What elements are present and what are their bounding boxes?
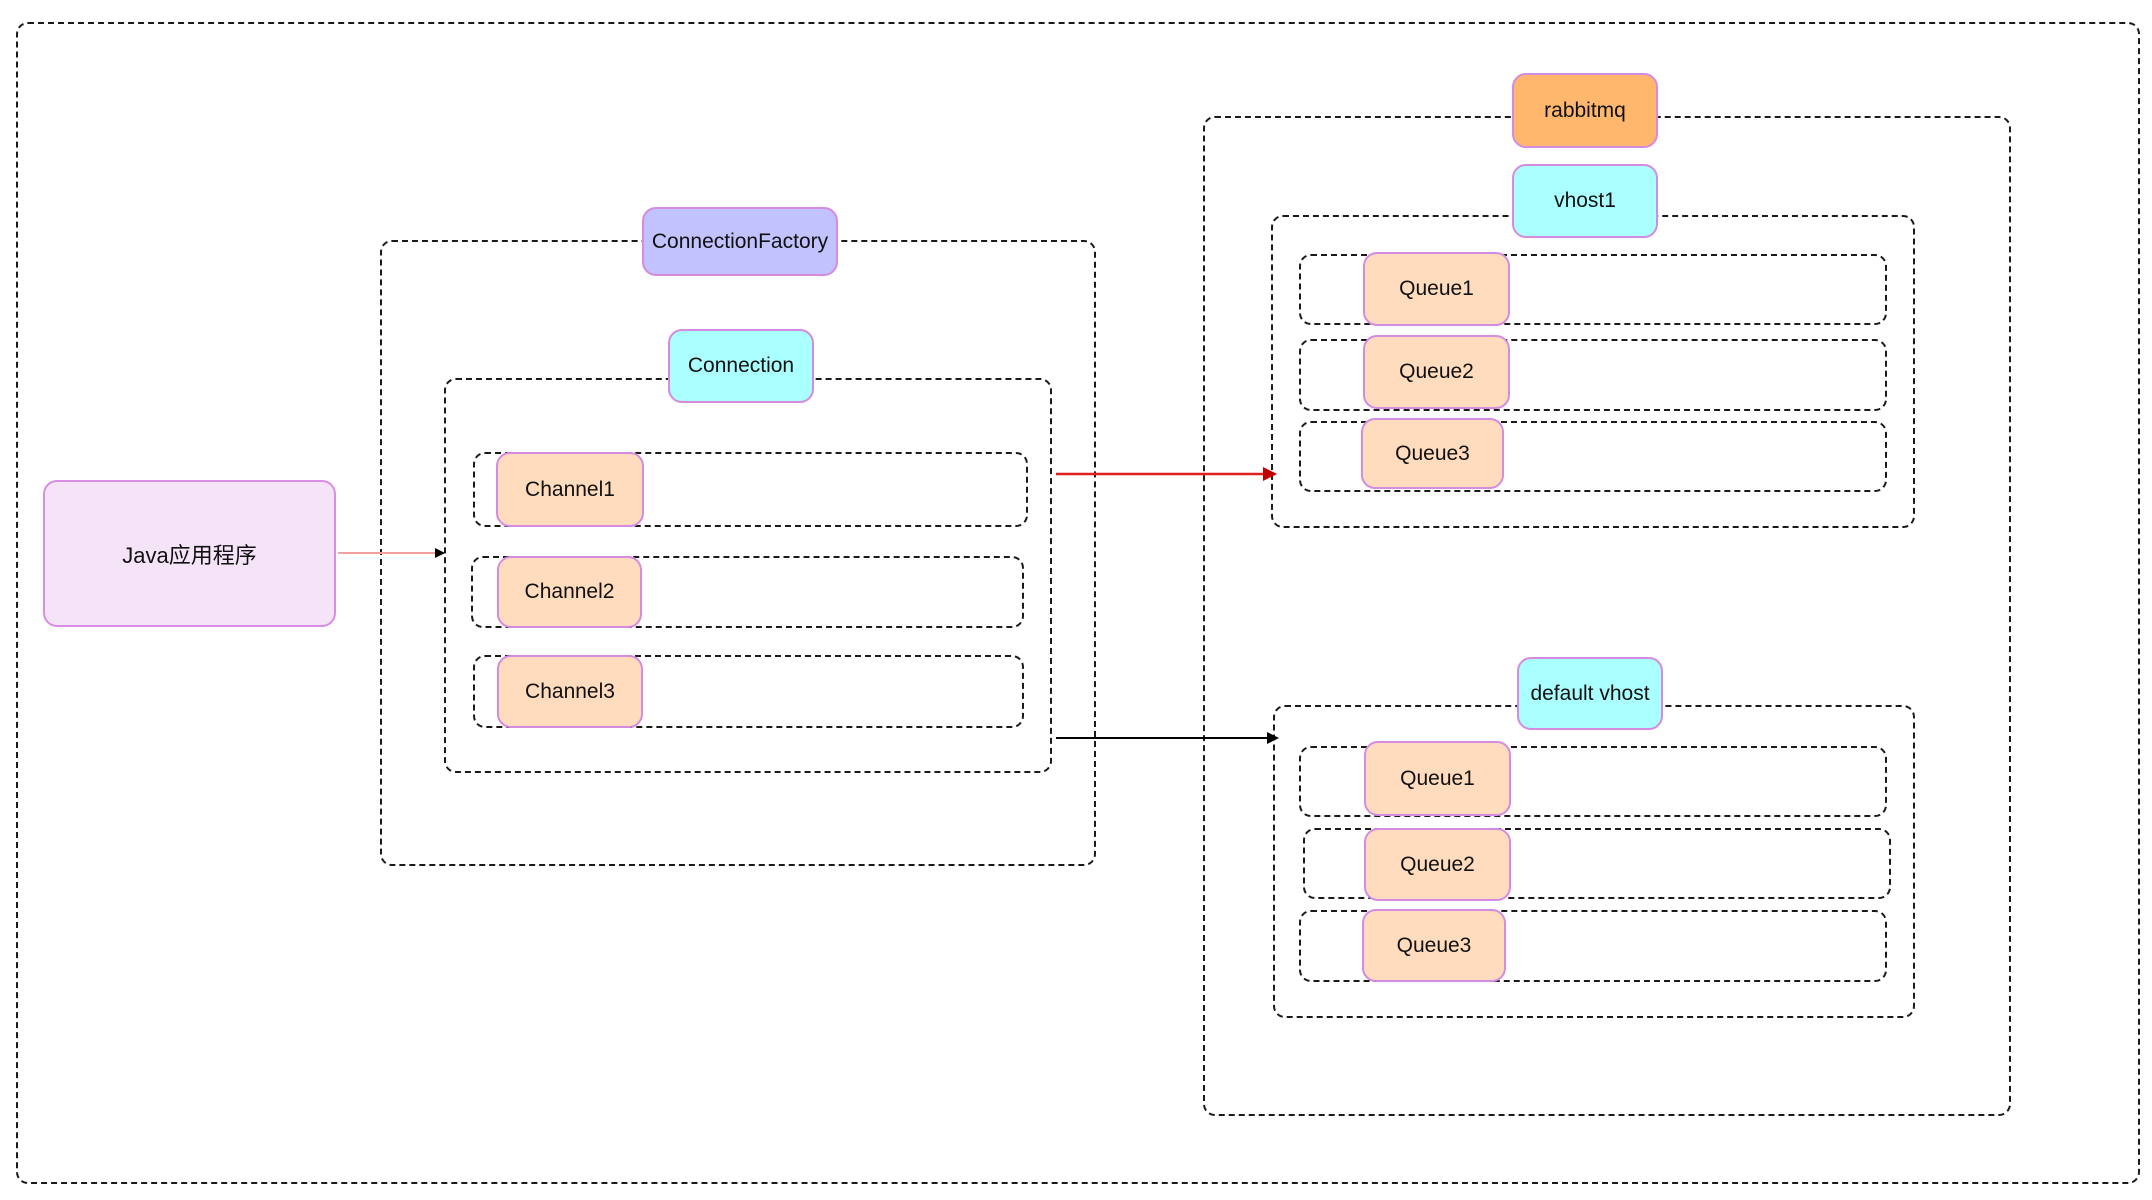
default-vhost-node[interactable]: default vhost bbox=[1517, 657, 1663, 730]
default-vhost-queue2-node[interactable]: Queue2 bbox=[1364, 828, 1511, 901]
channel1-node[interactable]: Channel1 bbox=[496, 452, 644, 527]
default-vhost-queue2-frame bbox=[1303, 828, 1891, 899]
vhost1-node[interactable]: vhost1 bbox=[1512, 164, 1658, 238]
vhost1-queue2-label: Queue2 bbox=[1399, 360, 1474, 383]
vhost1-label: vhost1 bbox=[1554, 189, 1616, 212]
outer-frame bbox=[16, 22, 2140, 1184]
channel2-node[interactable]: Channel2 bbox=[497, 556, 642, 628]
connection-label: Connection bbox=[687, 354, 795, 377]
channel3-frame bbox=[473, 655, 1024, 728]
connection-node[interactable]: Connection bbox=[668, 329, 814, 403]
vhost1-queue3-frame bbox=[1299, 421, 1887, 492]
channel2-frame bbox=[471, 556, 1024, 628]
channel1-label: Channel1 bbox=[525, 477, 615, 501]
java-app-label: Java应用程序 bbox=[122, 542, 257, 568]
vhost1-queue3-label: Queue3 bbox=[1395, 441, 1470, 465]
channel2-label: Channel2 bbox=[524, 580, 615, 603]
vhost1-queue2-frame bbox=[1299, 339, 1887, 411]
vhost1-queue3-node[interactable]: Queue3 bbox=[1361, 418, 1504, 489]
default-vhost-queue1-label: Queue1 bbox=[1400, 766, 1475, 790]
default-vhost-queue1-node[interactable]: Queue1 bbox=[1364, 741, 1511, 816]
channel3-node[interactable]: Channel3 bbox=[497, 655, 643, 728]
default-vhost-label: default vhost bbox=[1530, 681, 1650, 705]
vhost1-queue1-node[interactable]: Queue1 bbox=[1363, 252, 1510, 326]
connection-factory-label: ConnectionFactory bbox=[651, 229, 829, 253]
rabbitmq-label: rabbitmq bbox=[1544, 98, 1626, 122]
default-vhost-queue3-label: Queue3 bbox=[1396, 933, 1472, 957]
vhost1-queue1-label: Queue1 bbox=[1399, 277, 1474, 300]
vhost1-queue2-node[interactable]: Queue2 bbox=[1363, 335, 1510, 409]
vhost1-queue1-frame bbox=[1299, 254, 1887, 325]
channel3-label: Channel3 bbox=[525, 679, 615, 703]
rabbitmq-node[interactable]: rabbitmq bbox=[1512, 73, 1658, 148]
default-vhost-queue1-frame bbox=[1299, 746, 1887, 817]
java-app-node[interactable]: Java应用程序 bbox=[43, 480, 336, 627]
channel1-frame bbox=[473, 452, 1028, 527]
default-vhost-queue3-frame bbox=[1299, 910, 1887, 982]
default-vhost-queue2-label: Queue2 bbox=[1400, 852, 1475, 876]
connection-factory-node[interactable]: ConnectionFactory bbox=[642, 207, 838, 276]
default-vhost-queue3-node[interactable]: Queue3 bbox=[1362, 909, 1506, 982]
